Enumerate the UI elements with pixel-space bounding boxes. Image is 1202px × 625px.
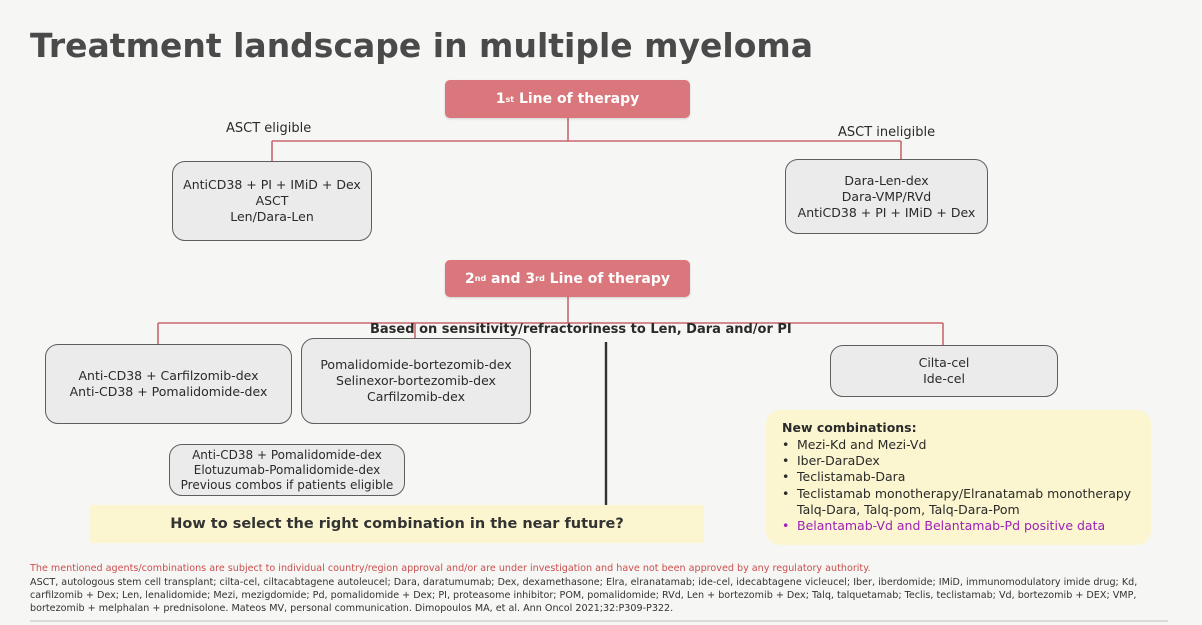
list-item: Previous combos if patients eligible: [180, 477, 394, 492]
list-item: Dara-Len-dex: [844, 172, 929, 188]
list-item: Elotuzumab-Pomalidomide-dex: [193, 462, 381, 477]
asct-ineligible-box: Dara-Len-dex Dara-VMP/RVd AntiCD38 + PI …: [785, 159, 988, 234]
bullet: •: [782, 437, 790, 452]
pomalidomide-box: Pomalidomide-bortezomib-dex Selinexor-bo…: [301, 338, 531, 424]
list-item: Dara-VMP/RVd: [841, 188, 932, 204]
new-combinations-panel: [766, 410, 1151, 545]
car-t-box: Cilta-cel Ide-cel: [830, 345, 1058, 397]
anti-cd38-box: Anti-CD38 + Carfilzomib-dex Anti-CD38 + …: [45, 344, 292, 424]
second-line-s1: nd: [474, 274, 487, 283]
second-line-s2: rd: [535, 274, 545, 283]
first-line-ordinal-suffix: st: [505, 94, 515, 104]
list-item: •Mezi-Kd and Mezi-Vd: [782, 437, 927, 452]
bullet: •: [782, 518, 790, 534]
list-item: Pomalidomide-bortezomib-dex: [320, 357, 512, 372]
second-line-mid: and: [486, 270, 526, 287]
list-item-continuation: Talq-Dara, Talq-pom, Talq-Dara-Pom: [797, 501, 1020, 517]
asct-eligible-box: AntiCD38 + PI + IMiD + Dex ASCT Len/Dara…: [172, 161, 372, 241]
list-item: Anti-CD38 + Pomalidomide-dex: [192, 447, 382, 462]
list-item: Cilta-cel: [918, 355, 970, 370]
sensitivity-label: Based on sensitivity/refractoriness to L…: [370, 322, 792, 337]
first-line-ordinal: 1: [495, 91, 506, 107]
list-item: Carfilzomib-dex: [367, 389, 465, 404]
list-item: AntiCD38 + PI + IMiD + Dex: [183, 177, 361, 192]
page-title: Treatment landscape in multiple myeloma: [30, 26, 814, 65]
new-combinations-title: New combinations:: [782, 420, 917, 435]
list-item-highlight: •Belantamab-Vd and Belantamab-Pd positiv…: [782, 518, 1106, 534]
first-line-label: Line of therapy: [518, 91, 640, 107]
list-item: •Teclistamab-Dara: [782, 469, 906, 485]
abbreviations-footnote: ASCT, autologous stem cell transplant; c…: [30, 577, 1138, 614]
asct-eligible-label: ASCT eligible: [226, 121, 312, 136]
list-item: AntiCD38 + PI + IMiD + Dex: [797, 204, 976, 220]
question-banner: How to select the right combination in t…: [90, 505, 704, 543]
list-item: •Iber-DaraDex: [782, 453, 880, 469]
bullet: •: [782, 485, 790, 501]
bullet: •: [782, 469, 790, 485]
disclaimer: The mentioned agents/combinations are su…: [30, 563, 871, 574]
list-item: ASCT: [255, 193, 289, 208]
list-item: Anti-CD38 + Pomalidomide-dex: [69, 384, 268, 399]
list-item: Selinexor-bortezomib-dex: [336, 373, 496, 388]
asct-ineligible-label: ASCT ineligible: [838, 125, 936, 140]
list-item: Anti-CD38 + Carfilzomib-dex: [78, 368, 259, 383]
second-line-label: Line of therapy: [544, 270, 670, 287]
second-line-n2: 3: [525, 270, 536, 287]
list-item: •Teclistamab monotherapy/Elranatamab mon…: [782, 485, 1132, 501]
list-item: Ide-cel: [923, 371, 965, 386]
list-item: Len/Dara-Len: [230, 209, 314, 224]
bullet: •: [782, 453, 790, 469]
new-combinations-list: •Mezi-Kd and Mezi-Vd •Iber-DaraDex •Tecl…: [782, 437, 1131, 534]
second-line-n1: 2: [465, 270, 475, 287]
previous-combos-box: Anti-CD38 + Pomalidomide-dex Elotuzumab-…: [169, 444, 405, 496]
